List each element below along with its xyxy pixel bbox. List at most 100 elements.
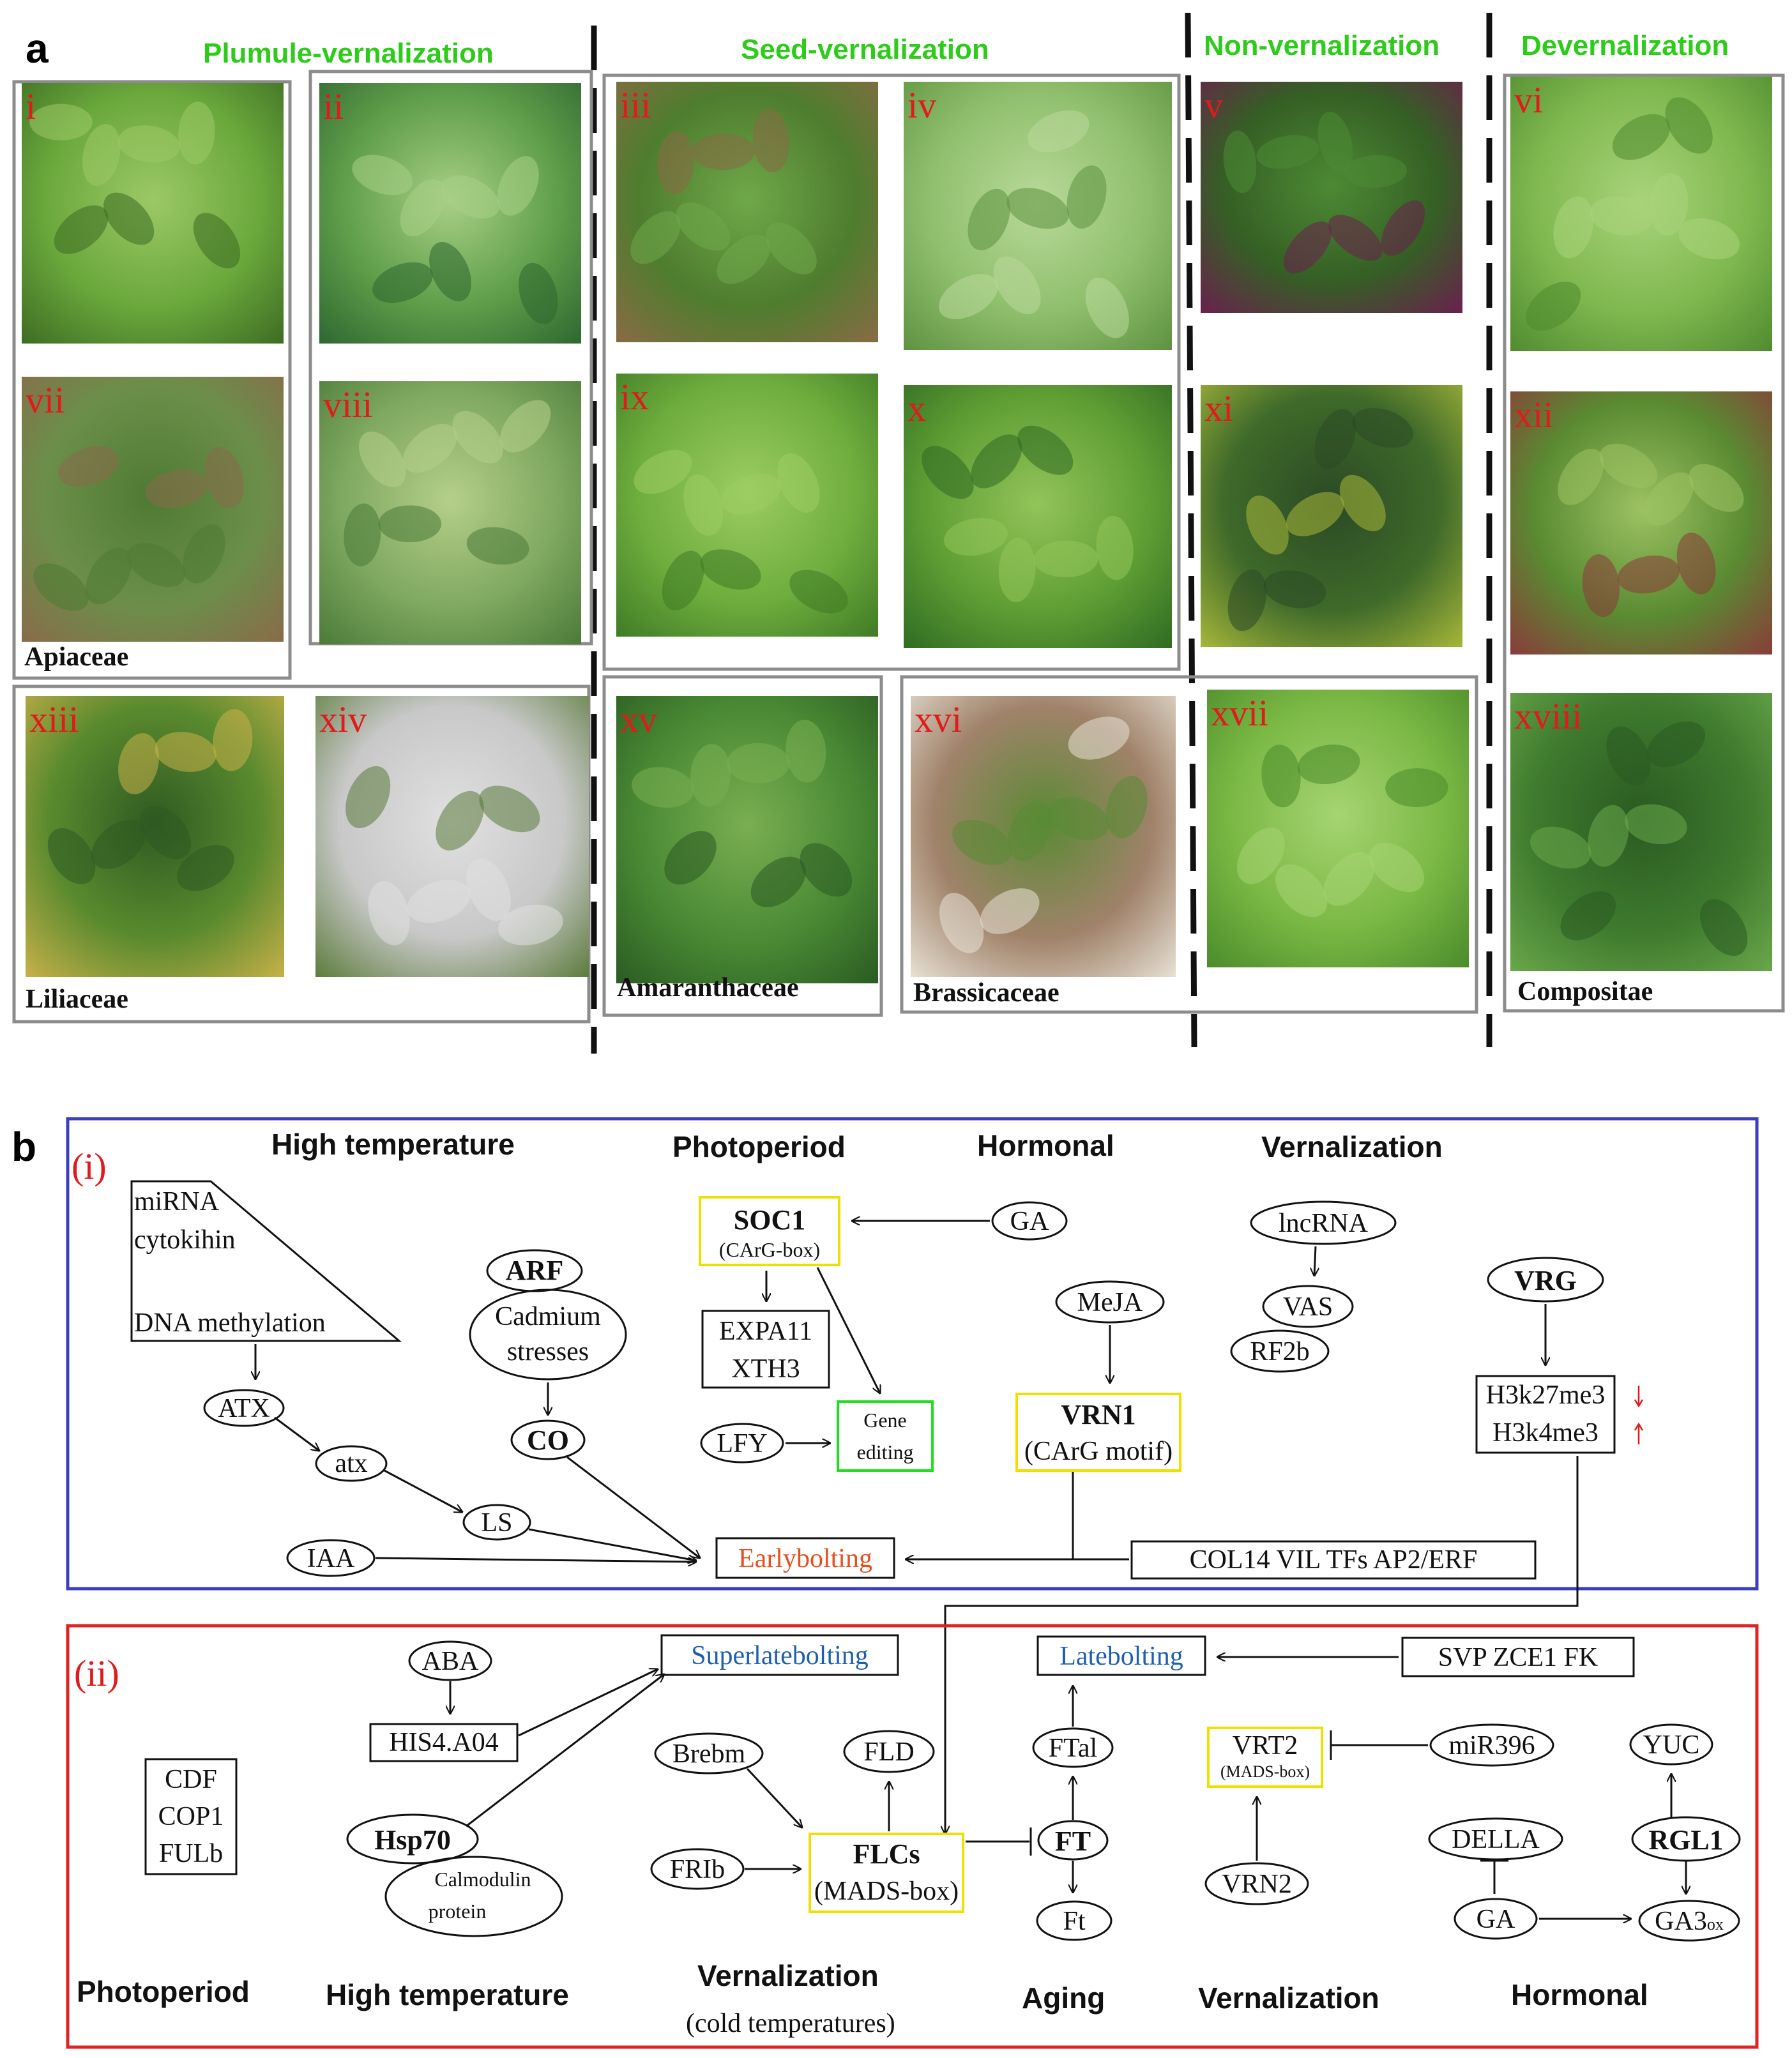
family-apiaceae: Apiaceae — [24, 642, 128, 672]
plant-photo-xvii: xvii — [1207, 690, 1469, 967]
leaf-shape — [700, 549, 761, 590]
node-atx-upper: ATX — [218, 1394, 270, 1423]
leaf-shape — [789, 570, 848, 614]
leaf-shape — [664, 831, 717, 885]
photo-label: iv — [907, 84, 936, 126]
leaf-shape — [1297, 744, 1360, 785]
node-his4-box — [369, 1723, 519, 1762]
plant-photo-xii: xii — [1510, 391, 1772, 654]
leaf-shape — [193, 213, 241, 269]
leaf-shape — [1352, 407, 1413, 448]
node-aba: ABA — [422, 1647, 479, 1676]
node-vas: VAS — [1283, 1292, 1333, 1322]
node-rf2b: RF2b — [1250, 1337, 1309, 1366]
photo-label: ii — [323, 86, 344, 127]
node-co-ellipse — [510, 1419, 586, 1460]
node-soc1-box — [699, 1196, 840, 1266]
leaf-shape — [1314, 409, 1356, 469]
photo-label: viii — [323, 384, 372, 425]
node-atx-lower-ellipse — [315, 1445, 388, 1482]
leaf-shape — [103, 192, 155, 245]
leaf-shape — [118, 125, 181, 163]
leaf-shape — [378, 505, 442, 543]
node-fulb: FULb — [159, 1839, 223, 1868]
leaf-shape — [500, 400, 551, 453]
node-xth3: XTH3 — [731, 1354, 800, 1384]
leaf-shape — [1560, 891, 1616, 941]
plant-photo-vii: vii — [22, 377, 284, 642]
leaf-shape — [400, 179, 446, 237]
amaranthaceae-frame — [602, 675, 883, 1017]
plant-photo-xvi: xvi — [911, 696, 1176, 977]
family-amaranthaceae: Amaranthaceae — [617, 973, 799, 1003]
plant-photo-xviii: xviii — [1510, 693, 1772, 971]
leaf-shape — [204, 447, 244, 509]
photo-image — [616, 82, 878, 342]
node-mirna: miRNA — [134, 1187, 220, 1216]
node-fld: FLD — [863, 1737, 914, 1767]
node-calmodulin: Calmodulin — [434, 1868, 531, 1891]
node-della-ellipse — [1428, 1817, 1563, 1861]
node-col14: COL14 VIL TFs AP2/ERF — [1190, 1545, 1478, 1575]
node-mir396-ellipse — [1429, 1723, 1554, 1767]
leaf-shape — [1328, 215, 1383, 261]
leaf-shape — [766, 222, 817, 275]
up-arrow-icon — [1634, 1422, 1644, 1444]
leaf-shape — [519, 262, 558, 324]
photo-label: xviii — [1514, 695, 1582, 737]
node-gene-editing-box — [837, 1400, 934, 1472]
leaf-shape — [54, 205, 109, 254]
node-editing: editing — [857, 1441, 914, 1464]
bottom-label-hormonal: Hormonal — [1511, 1978, 1648, 2011]
node-arf: ARF — [506, 1255, 563, 1286]
node-vrn2-ellipse — [1204, 1862, 1309, 1905]
leaf-shape — [1612, 114, 1671, 160]
node-flcs-sub: (MADS-box) — [814, 1877, 959, 1906]
section-seed-vernalization: Seed-vernalization — [741, 34, 989, 65]
leaf-shape — [752, 109, 790, 172]
node-superlatebolting-box — [660, 1634, 899, 1676]
node-ga-ii-ellipse — [1454, 1898, 1538, 1940]
photo-label: x — [907, 388, 926, 429]
leaf-shape — [1006, 188, 1069, 229]
heading-vernalization: Vernalization — [1261, 1130, 1443, 1163]
leaf-shape — [1223, 130, 1257, 193]
node-meja: MeJA — [1077, 1288, 1143, 1317]
leaf-shape — [1028, 110, 1090, 153]
node-ls-ellipse — [462, 1504, 531, 1541]
node-flcs-box — [809, 1833, 964, 1913]
node-dna-methylation: DNA methylation — [134, 1308, 326, 1338]
node-stresses: stresses — [507, 1337, 589, 1366]
leaf-shape — [1246, 496, 1289, 555]
photo-label: v — [1204, 84, 1223, 126]
node-cytokinin: cytokihin — [134, 1225, 236, 1255]
leaf-shape — [177, 845, 234, 891]
leaf-shape — [359, 431, 406, 487]
leaf-shape — [1008, 800, 1052, 861]
node-gene: Gene — [863, 1409, 907, 1432]
leaf-shape — [429, 241, 471, 301]
leaf-shape — [632, 767, 694, 808]
leaf-shape — [1339, 474, 1386, 532]
plant-photo-xi: xi — [1201, 385, 1462, 647]
node-expa11: EXPA11 — [719, 1317, 812, 1346]
leaf-shape — [1033, 540, 1098, 578]
node-frib: FRIb — [670, 1855, 725, 1884]
heading-hormonal: Hormonal — [977, 1129, 1114, 1162]
leaf-shape — [1256, 135, 1319, 169]
node-vrn1: VRN1 — [1061, 1399, 1135, 1430]
photo-image — [1207, 690, 1469, 967]
plant-photo-x: x — [904, 385, 1172, 648]
node-cdf: CDF — [165, 1765, 217, 1794]
seed-vern-frame — [602, 73, 1181, 671]
node-calmodulin-ellipse — [384, 1856, 563, 1937]
leaf-shape — [1700, 899, 1748, 957]
node-ft-lower: Ft — [1063, 1907, 1085, 1936]
node-ftal-ellipse — [1032, 1727, 1114, 1768]
node-lfy-ellipse — [700, 1423, 784, 1464]
leaf-shape — [1323, 852, 1375, 906]
leaf-shape — [634, 450, 692, 494]
node-fld-ellipse — [843, 1730, 935, 1773]
node-superlatebolting: Superlatebolting — [691, 1641, 869, 1670]
